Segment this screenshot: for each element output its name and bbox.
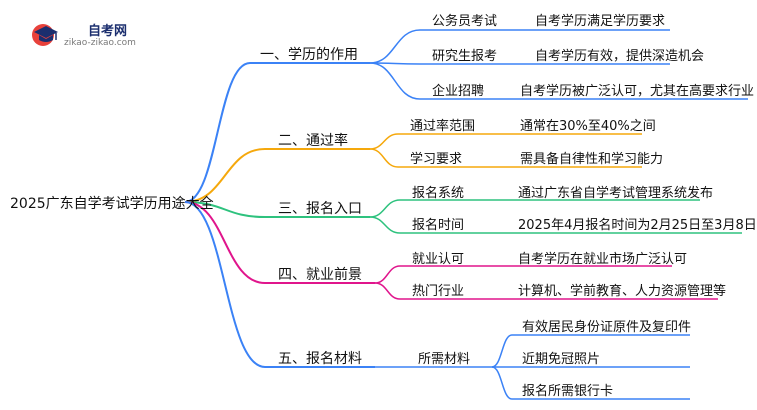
branch-3-topic-2-connector: [369, 216, 401, 234]
branch-3-connector: [184, 201, 266, 218]
branch-5-leaf-3[interactable]: 报名所需银行卡: [522, 384, 614, 399]
branch-2-connector: [184, 148, 266, 203]
root-topic[interactable]: 2025广东自学考试学历用途大全: [10, 196, 214, 212]
graduation-cap-icon: [32, 24, 58, 46]
branch-5-leaf-1[interactable]: 有效居民身份证原件及复印件: [522, 320, 692, 335]
branch-1-leaf-1[interactable]: 自考学历满足学历要求: [535, 14, 666, 29]
branch-1-connector: [184, 62, 251, 203]
branch-2-topic-1-connector: [369, 133, 399, 150]
branch-1-topic-3-connector: [369, 62, 421, 100]
branch-5-topic-1[interactable]: 所需材料: [418, 352, 471, 367]
logo-url: zikao-zikao.com: [64, 38, 136, 48]
branch-3-topic-2[interactable]: 报名时间: [412, 218, 465, 233]
branch-3-leaf-2[interactable]: 2025年4月报名时间为2月25日至3月8日: [518, 218, 757, 233]
branch-5-leaf-3-connector: [491, 366, 513, 400]
branch-1-topic-1-connector: [369, 29, 421, 64]
branch-2-label[interactable]: 二、通过率: [278, 133, 348, 149]
branch-1-topic-2[interactable]: 研究生报考: [432, 49, 498, 64]
branch-4-topic-2-connector: [374, 282, 401, 300]
branch-5-leaf-1-connector: [491, 334, 513, 368]
branch-2-topic-2-connector: [369, 148, 399, 168]
branch-2-topic-2[interactable]: 学习要求: [410, 152, 463, 167]
branch-4-leaf-1[interactable]: 自考学历在就业市场广泛认可: [518, 252, 688, 267]
branch-2-leaf-1[interactable]: 通常在30%至40%之间: [520, 119, 656, 134]
branch-4-topic-1[interactable]: 就业认可: [412, 252, 465, 267]
branch-5-leaf-2[interactable]: 近期免冠照片: [522, 352, 601, 367]
branch-1-label[interactable]: 一、学历的作用: [260, 47, 358, 63]
branch-3-topic-1-connector: [369, 199, 401, 218]
site-logo[interactable]: 自考网 zikao-zikao.com: [30, 18, 140, 50]
branch-5-label[interactable]: 五、报名材料: [278, 351, 362, 367]
branch-4-topic-2[interactable]: 热门行业: [412, 284, 465, 299]
branch-1-topic-3[interactable]: 企业招聘: [432, 84, 485, 99]
branch-3-topic-1[interactable]: 报名系统: [412, 186, 465, 201]
branch-2-topic-1[interactable]: 通过率范围: [410, 119, 476, 134]
logo-title: 自考网: [88, 24, 128, 39]
branch-5-connector: [184, 201, 266, 368]
branch-4-label[interactable]: 四、就业前景: [278, 267, 362, 283]
branch-2-leaf-2[interactable]: 需具备自律性和学习能力: [520, 152, 664, 167]
branch-4-leaf-2[interactable]: 计算机、学前教育、人力资源管理等: [518, 284, 727, 299]
branch-1-leaf-3[interactable]: 自考学历被广泛认可，尤其在高要求行业: [520, 84, 755, 99]
branch-4-topic-1-connector: [374, 265, 401, 284]
branch-4-connector: [184, 201, 266, 284]
branch-3-leaf-1[interactable]: 通过广东省自学考试管理系统发布: [518, 186, 714, 201]
branch-1-topic-1[interactable]: 公务员考试: [432, 14, 498, 29]
branch-3-label[interactable]: 三、报名入口: [278, 201, 362, 217]
branch-1-leaf-2[interactable]: 自考学历有效，提供深造机会: [535, 49, 705, 64]
